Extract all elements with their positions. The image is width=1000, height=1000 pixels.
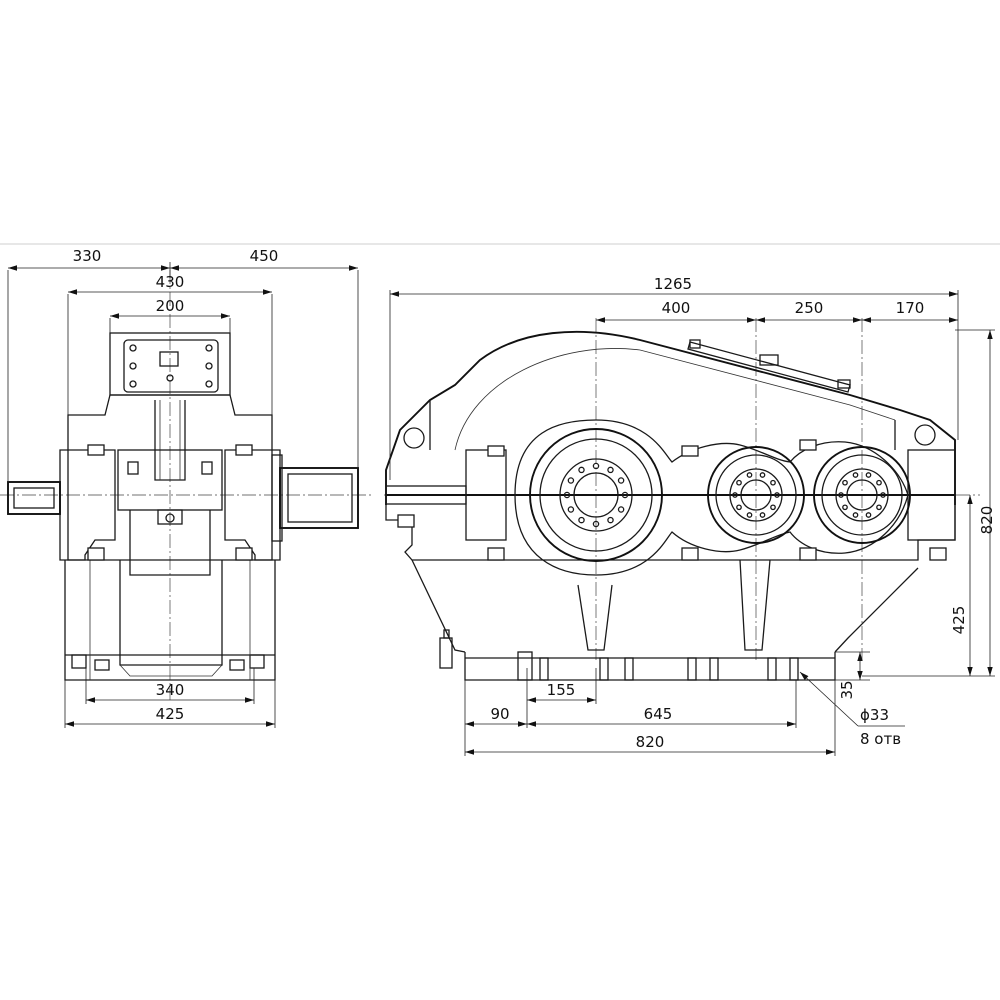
hub-bolt-hole bbox=[621, 491, 629, 499]
dim-155: 155 bbox=[547, 681, 576, 699]
hub-bolt-hole bbox=[774, 492, 780, 498]
hub-bolt-hole bbox=[578, 466, 585, 474]
front-view: 1265 400 250 170 820 425 35 155 90 64 bbox=[384, 275, 996, 756]
dim-430: 430 bbox=[156, 273, 185, 291]
hub-bolt-hole bbox=[607, 516, 614, 524]
side-upper-housing bbox=[67, 394, 273, 561]
dim-450: 450 bbox=[250, 247, 279, 265]
hub-bolt-hole bbox=[592, 520, 600, 528]
hub-bolt-hole bbox=[617, 506, 625, 513]
hub-bolt-hole bbox=[770, 504, 776, 511]
dim-200: 200 bbox=[156, 297, 185, 315]
dim-400: 400 bbox=[662, 299, 691, 317]
input-shaft-left bbox=[7, 481, 61, 515]
hub-bolt-hole bbox=[838, 492, 844, 498]
hub-bolt-hole bbox=[876, 504, 882, 511]
hub-bolt-hole bbox=[852, 512, 859, 518]
dim-340: 340 bbox=[156, 681, 185, 699]
hub-bolt-hole bbox=[759, 472, 766, 478]
hole-diameter-label: ϕ33 bbox=[860, 706, 889, 724]
hub-bolt-hole bbox=[592, 462, 600, 470]
dim-35: 35 bbox=[838, 680, 856, 699]
output-shaft-right bbox=[279, 467, 359, 529]
hub-bolt-hole bbox=[746, 472, 753, 478]
lifting-eye-left bbox=[403, 427, 425, 449]
dim-425-axis: 425 bbox=[950, 606, 968, 635]
hub-bolt-hole bbox=[876, 479, 882, 486]
hub-bolt-hole bbox=[842, 504, 848, 511]
dim-645: 645 bbox=[644, 705, 673, 723]
bearing-1 bbox=[529, 428, 663, 562]
dim-425-base: 425 bbox=[156, 705, 185, 723]
hub-bolt-hole bbox=[865, 512, 872, 518]
hub-bolt-hole bbox=[563, 491, 571, 499]
dim-1265: 1265 bbox=[654, 275, 692, 293]
hole-count-label: 8 отв bbox=[860, 730, 901, 748]
bearing-2 bbox=[707, 446, 805, 544]
hub-bolt-hole bbox=[607, 466, 614, 474]
dim-250: 250 bbox=[795, 299, 824, 317]
dim-170: 170 bbox=[896, 299, 925, 317]
inspection-lid bbox=[687, 341, 851, 393]
inspection-cover bbox=[109, 332, 231, 396]
bearing-3 bbox=[813, 446, 911, 544]
lifting-eye-right bbox=[914, 424, 936, 446]
dim-90: 90 bbox=[490, 705, 509, 723]
hub-bolt-hole bbox=[567, 477, 575, 484]
hub-bolt-hole bbox=[842, 479, 848, 486]
hub-bolt-hole bbox=[852, 472, 859, 478]
hub-bolt-hole bbox=[865, 472, 872, 478]
hub-bolt-hole bbox=[880, 492, 886, 498]
hub-bolt-hole bbox=[746, 512, 753, 518]
hub-bolt-hole bbox=[617, 477, 625, 484]
hub-bolt-hole bbox=[578, 516, 585, 524]
foot-plate bbox=[464, 652, 836, 681]
dim-330: 330 bbox=[73, 247, 102, 265]
hub-bolt-hole bbox=[736, 479, 742, 486]
hub-bolt-hole bbox=[732, 492, 738, 498]
hub-bolt-hole bbox=[770, 479, 776, 486]
side-base-body bbox=[64, 560, 276, 681]
hub-bolt-hole bbox=[567, 506, 575, 513]
dim-820-height: 820 bbox=[978, 506, 996, 535]
upper-cover bbox=[385, 330, 956, 505]
hub-bolt-hole bbox=[759, 512, 766, 518]
dim-820-length: 820 bbox=[636, 733, 665, 751]
hub-bolt-hole bbox=[736, 504, 742, 511]
side-view: 330 450 430 200 340 425 bbox=[0, 247, 372, 728]
